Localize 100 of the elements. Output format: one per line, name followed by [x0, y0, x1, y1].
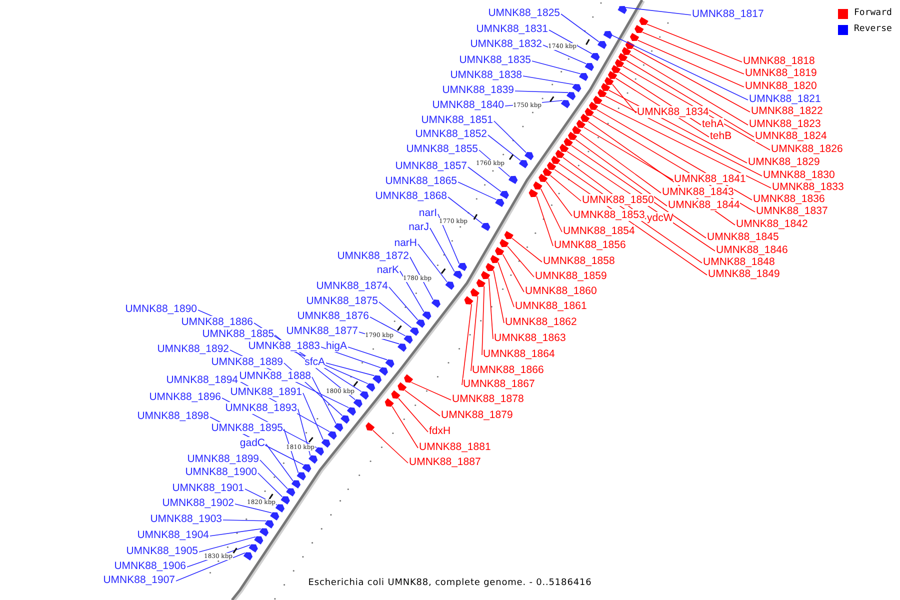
gene-block [410, 327, 419, 336]
gene-label: UMNK88_1848 [703, 256, 775, 268]
gene-block [611, 64, 621, 74]
gene-block [579, 72, 588, 82]
gene-label: UMNK88_1819 [745, 67, 817, 79]
gene-block [291, 480, 301, 488]
gene-block [366, 383, 376, 392]
gene-block [533, 181, 542, 190]
gene-block [280, 496, 290, 504]
gene-label: UMNK88_1861 [515, 300, 587, 312]
gene-block [572, 126, 582, 134]
leader-line [370, 316, 406, 336]
leader-line [400, 270, 424, 312]
leader-line [522, 76, 574, 85]
gene-label: UMNK88_1822 [751, 105, 823, 117]
gene-block [321, 439, 330, 448]
gene-label: UMNK88_1863 [494, 332, 566, 344]
gene-block [360, 391, 369, 400]
gene-block [500, 190, 509, 199]
leader-line [646, 24, 742, 62]
gene-block [404, 374, 414, 383]
gene-block [590, 52, 600, 62]
gene-label: UMNK88_1842 [736, 218, 808, 230]
gene-label: UMNK88_1839 [442, 84, 514, 96]
gene-block [625, 40, 634, 50]
gene-block [546, 162, 556, 170]
gene-label: UMNK88_1890 [125, 303, 197, 315]
gene-block [630, 32, 640, 42]
leader-line [632, 48, 750, 112]
leader-line [584, 127, 674, 180]
gene-label: UMNK88_1851 [421, 114, 493, 126]
gene-block [480, 271, 490, 280]
gene-block [286, 488, 296, 496]
leader-line [512, 238, 542, 262]
gene-label: UMNK88_1825 [488, 7, 560, 19]
gene-label: UMNK88_1855 [406, 143, 478, 155]
gene-block [584, 62, 594, 72]
gene-block [470, 288, 480, 297]
gene-label: UMNK88_1854 [563, 225, 635, 237]
gene-block [476, 279, 486, 288]
gene-label: UMNK88_1889 [211, 356, 283, 368]
gene-label: UMNK88_1845 [707, 231, 779, 243]
gene-label: UMNK88_1893 [225, 402, 297, 414]
gene-block [495, 198, 504, 207]
gene-label: UMNK88_1877 [286, 325, 358, 337]
gene-label: fdxH [429, 425, 451, 437]
gene-block [618, 52, 628, 62]
gene-label: UMNK88_1906 [114, 560, 186, 572]
gene-label: UMNK88_1875 [306, 295, 378, 307]
leader-line [448, 196, 483, 224]
gene-label: tehB [710, 130, 732, 142]
gene-label: UMNK88_1832 [470, 38, 542, 50]
gene-label: UMNK88_1905 [126, 545, 198, 557]
gene-label: UMNK88_1901 [172, 482, 244, 494]
leader-line [542, 44, 587, 64]
gene-label: UMNK88_1902 [162, 497, 234, 509]
gene-block [588, 102, 598, 110]
gene-label: UMNK88_1868 [375, 190, 447, 202]
gene-label: UMNK88_1874 [316, 280, 388, 292]
gene-label: UMNK88_1830 [763, 169, 835, 181]
gene-label: UMNK88_1892 [157, 343, 229, 355]
gene-block [453, 270, 462, 279]
gene-block [598, 88, 607, 98]
gene-label: UMNK88_1831 [476, 23, 548, 35]
gene-block [314, 447, 324, 456]
leader-line [468, 166, 502, 192]
gene-block [518, 160, 528, 168]
gene-block [328, 431, 337, 440]
gene-label: UMNK88_1823 [749, 118, 821, 130]
gene-block [275, 504, 285, 512]
gene-label: narI [418, 207, 437, 219]
leader-line [502, 254, 524, 292]
gene-label: UMNK88_1844 [668, 199, 740, 211]
gene-label: UMNK88_1888 [239, 370, 311, 382]
gene-block [340, 415, 350, 424]
leader-line [210, 528, 262, 536]
gene-label: ydcW [647, 212, 674, 224]
gene-label: UMNK88_1907 [103, 574, 175, 586]
leader-line [418, 244, 448, 282]
gene-block [568, 132, 578, 140]
gene-block [508, 176, 518, 184]
gene-label: UMNK88_1829 [748, 156, 820, 168]
gene-block [302, 464, 312, 472]
leader-line [560, 14, 600, 42]
gene-block [385, 359, 394, 368]
gene-label: UMNK88_1820 [745, 80, 817, 92]
leader-line [258, 472, 283, 498]
gene-block [584, 108, 594, 116]
gene-block [464, 296, 474, 305]
leader-line [326, 362, 375, 376]
gene-label: UMNK88_1883 [248, 340, 320, 352]
leader-line [470, 296, 478, 372]
gene-label: UMNK88_1865 [385, 175, 457, 187]
leader-line [493, 270, 504, 324]
leader-line [536, 196, 554, 246]
leader-line [629, 54, 748, 126]
gene-block [391, 390, 400, 399]
leader-line [575, 139, 668, 206]
gene-block [308, 455, 318, 464]
gene-block [618, 6, 627, 14]
